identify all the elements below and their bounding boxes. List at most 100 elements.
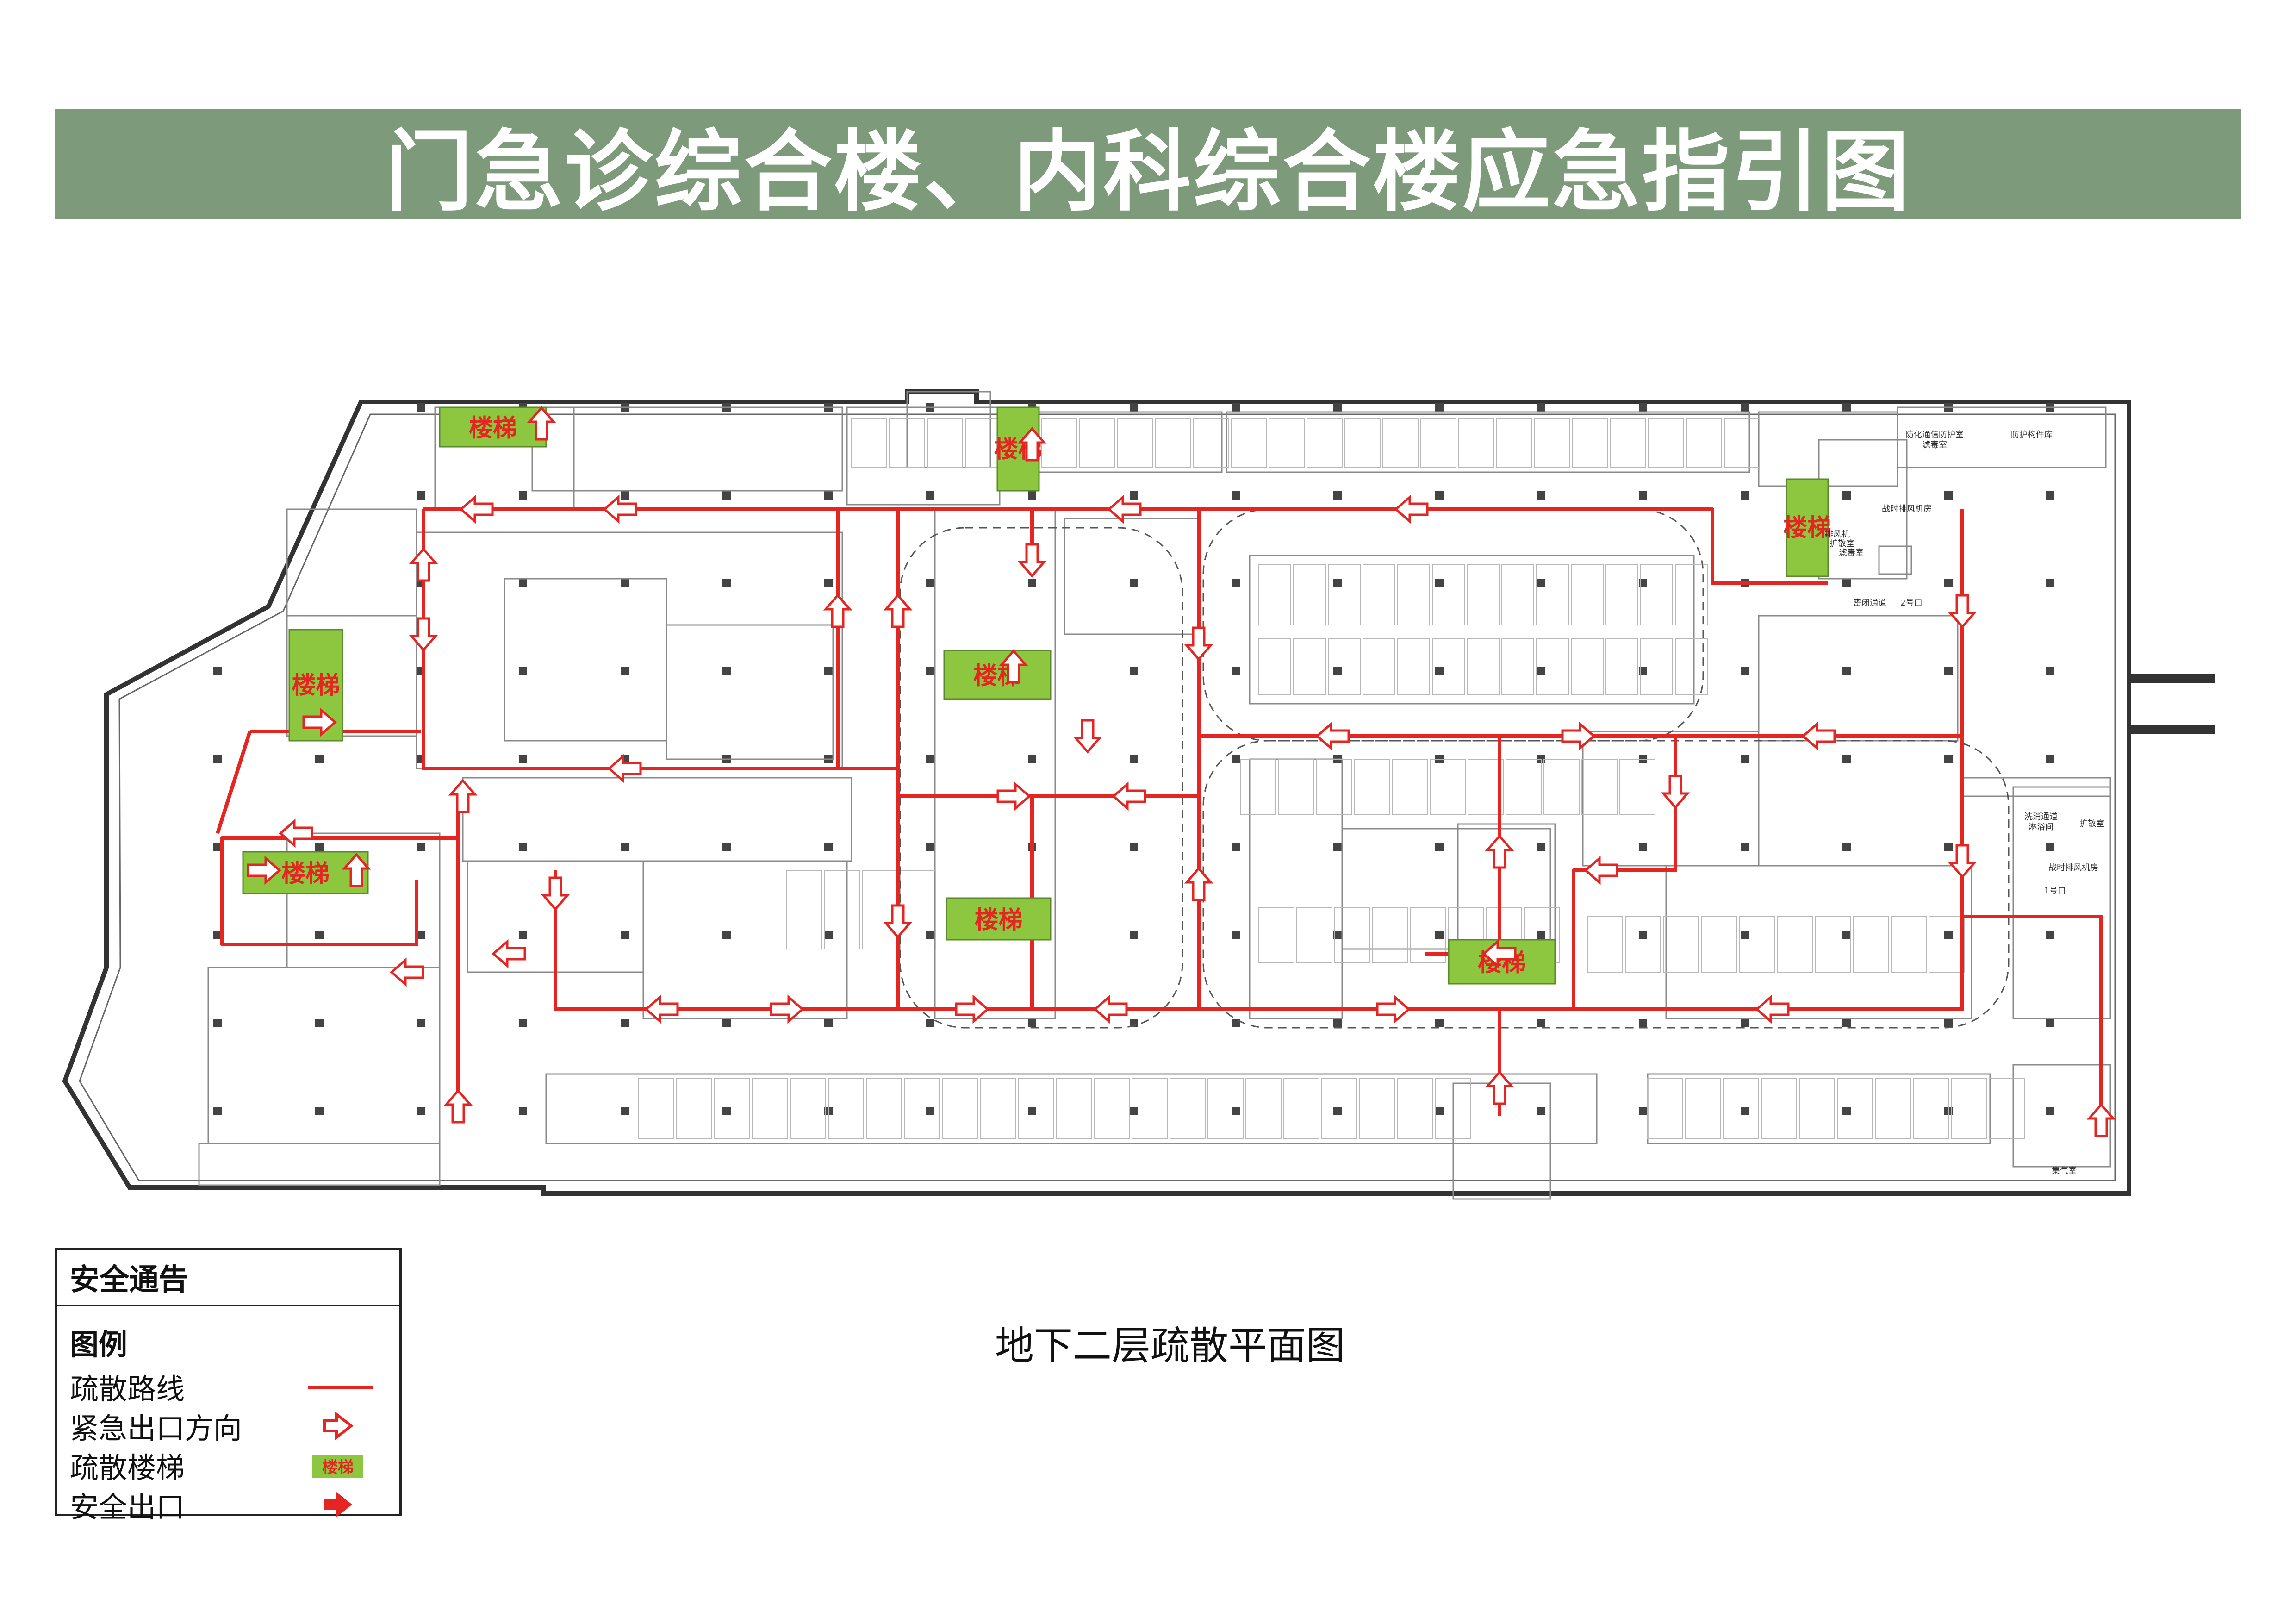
parking-stall — [1245, 1078, 1282, 1139]
stair-6: 楼梯 — [943, 650, 1052, 700]
route-line — [216, 731, 252, 834]
column — [213, 667, 222, 675]
room — [1064, 518, 1200, 635]
parking-stall — [1929, 916, 1965, 973]
column — [1333, 403, 1342, 412]
exit-arrow-icon — [603, 494, 637, 524]
parking-stall — [1468, 759, 1504, 815]
route-line-icon — [294, 1370, 386, 1403]
stair-box-icon: 楼梯 — [294, 1449, 386, 1481]
plan-title: 地下二层疏散平面图 — [995, 1323, 1345, 1368]
exit-arrow-icon — [279, 818, 313, 848]
route-line — [422, 509, 900, 770]
column — [722, 667, 731, 675]
legend-title: 图例 — [70, 1328, 128, 1362]
title-banner: 门急诊综合楼、内科综合楼应急指引图 — [55, 109, 2241, 223]
exit-arrow-icon — [883, 904, 913, 939]
route-line — [1199, 734, 2103, 1120]
exit-arrow-icon — [1948, 844, 1977, 879]
column — [1944, 931, 1953, 939]
column — [1130, 403, 1138, 412]
column — [1741, 755, 1749, 763]
parking-stall — [714, 1078, 750, 1139]
legend-item-safe-exit: 安全出口 — [70, 1485, 386, 1524]
column — [519, 931, 527, 939]
exit-arrow-icon — [1107, 494, 1142, 524]
column — [722, 931, 731, 939]
room — [416, 531, 843, 769]
parking-stall — [1041, 418, 1077, 468]
room — [545, 1073, 1598, 1144]
exit-arrow-icon — [1184, 867, 1213, 901]
column — [1435, 491, 1444, 500]
parking-stall — [1913, 1078, 1949, 1139]
exit-arrow-icon — [1315, 721, 1350, 751]
parking-stall — [1430, 759, 1466, 815]
room-label: 2号口 — [1900, 598, 1922, 608]
legend-item-stair: 疏散楼梯 楼梯 — [70, 1445, 386, 1485]
building-outline — [62, 389, 2215, 1196]
room — [1665, 865, 1972, 1019]
column — [1333, 1019, 1342, 1027]
column — [1333, 579, 1342, 587]
parking-stall — [1685, 1078, 1721, 1139]
column — [519, 667, 527, 675]
exit-arrow-icon — [448, 779, 478, 813]
exit-arrow-icon — [527, 406, 556, 441]
exit-arrow-icon — [1017, 543, 1047, 578]
parking-stall — [1079, 418, 1115, 468]
exit-arrow-icon — [1661, 775, 1690, 809]
column — [315, 755, 324, 763]
parking-stall — [828, 1078, 864, 1139]
parking-stall — [1640, 564, 1673, 625]
parking-stall — [980, 1078, 1016, 1139]
parking-stall — [1363, 638, 1395, 695]
column — [1130, 491, 1138, 500]
parking-stall — [1316, 759, 1352, 815]
column — [213, 931, 222, 939]
column — [1028, 579, 1036, 587]
room — [1226, 411, 1750, 473]
column — [315, 1107, 324, 1115]
parking-stall — [1837, 1078, 1873, 1139]
room — [1249, 555, 1695, 705]
parking-stall — [1293, 564, 1326, 625]
parking-stall — [1321, 1078, 1357, 1139]
column — [519, 1107, 527, 1115]
column — [1537, 579, 1545, 587]
parking-stall — [1506, 759, 1542, 815]
column — [213, 1019, 222, 1027]
hollow-arrow-icon — [294, 1410, 386, 1442]
column — [1741, 403, 1749, 412]
column — [926, 579, 934, 587]
column — [1435, 1107, 1444, 1115]
parking-stall — [866, 1078, 902, 1139]
exit-arrow-icon — [1755, 994, 1790, 1024]
column — [519, 755, 527, 763]
column — [1741, 843, 1749, 851]
column — [1537, 843, 1545, 851]
column — [1232, 667, 1240, 675]
legend-item-route: 疏散路线 — [70, 1367, 386, 1406]
exit-arrow-icon — [1394, 494, 1429, 524]
stair-label: 楼梯 — [469, 415, 517, 443]
parking-stall — [1536, 638, 1569, 695]
room-label: 战时排风机房 — [1882, 504, 1932, 514]
column — [1944, 843, 1953, 851]
column — [824, 931, 833, 939]
parking-stall — [1605, 638, 1638, 695]
room-label: 防护构件库 — [2011, 430, 2053, 440]
column — [519, 1019, 527, 1027]
exit-arrow-icon — [1482, 939, 1517, 968]
exit-arrow-icon — [1017, 427, 1047, 462]
column — [1232, 491, 1240, 500]
room — [2012, 786, 2111, 1019]
parking-stall — [1724, 418, 1760, 468]
parking-stall — [1619, 759, 1655, 815]
room-label: 排风机 — [1825, 530, 1850, 539]
column — [1130, 1019, 1138, 1027]
column — [824, 491, 833, 500]
